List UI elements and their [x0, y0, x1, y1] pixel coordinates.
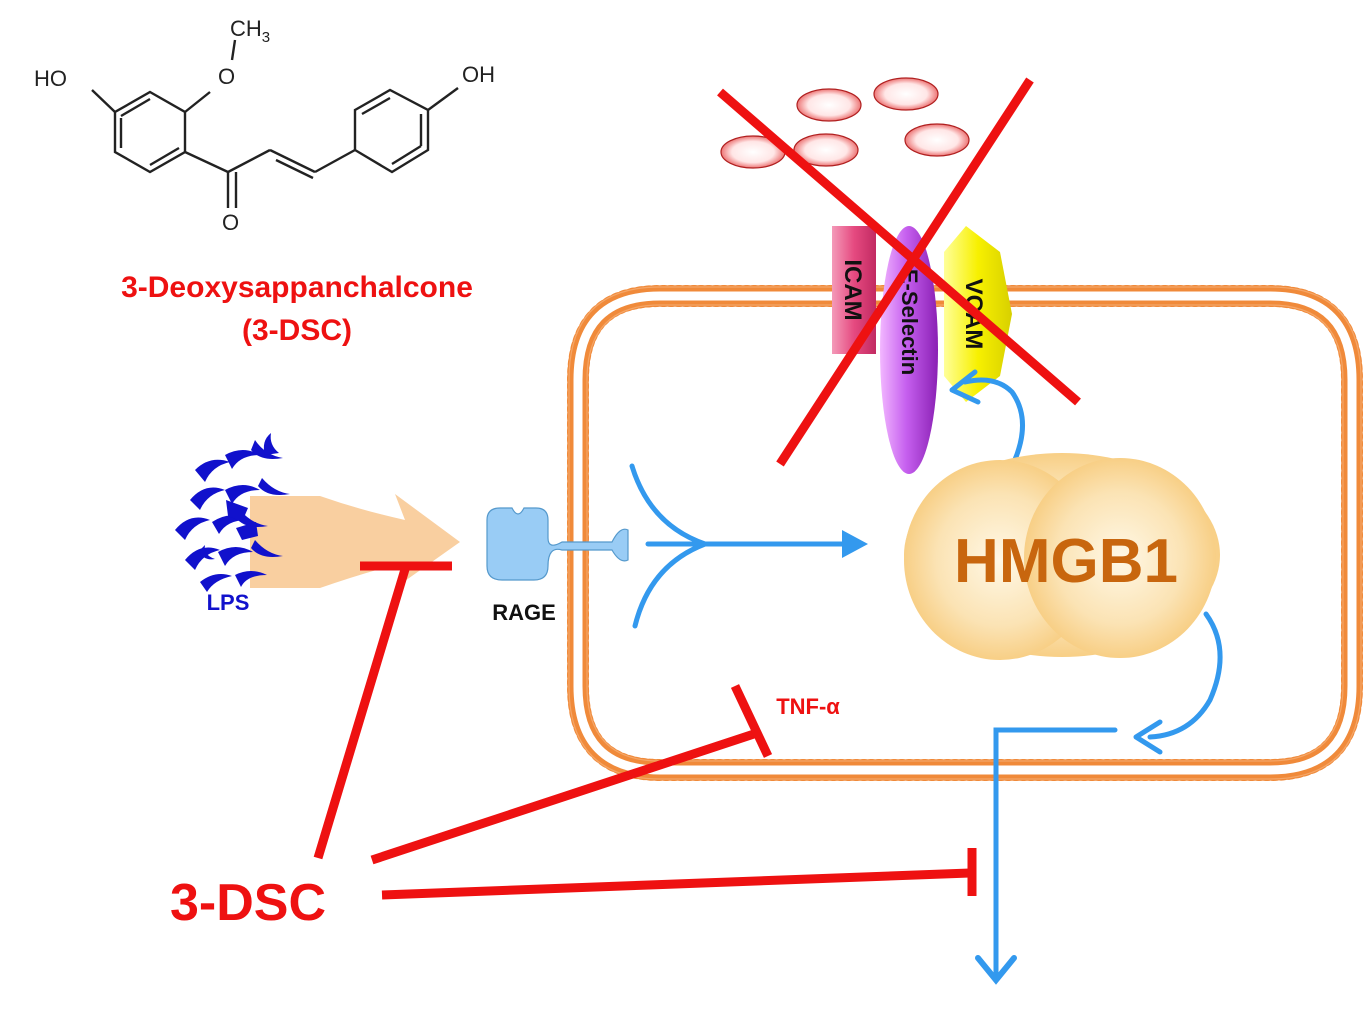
tnf-alpha-label: TNF-α	[776, 694, 840, 719]
signaling-arrows	[629, 369, 1223, 985]
hmgb1-to-adhesion-arrow	[962, 377, 1025, 465]
drug-label: 3-DSC	[170, 874, 326, 932]
hydroxyl-right-label: OH	[462, 62, 495, 87]
signal-convergence-lower	[632, 541, 708, 629]
lps-ligand: LPS	[175, 433, 460, 615]
chemical-atom-labels: CH3 O HO OH O	[34, 16, 495, 235]
signal-convergence-upper	[629, 463, 708, 547]
adhesion-blocked-cross	[717, 77, 1081, 467]
hmgb1-release-arrow	[1147, 611, 1223, 740]
e-selectin-label: E-Selectin	[897, 269, 922, 375]
lps-molecules	[175, 433, 290, 592]
inhibit-tnf-line	[370, 727, 762, 865]
arrowhead	[842, 530, 868, 558]
hmgb1-label: HMGB1	[954, 527, 1178, 596]
icam-label: ICAM	[839, 259, 866, 320]
leukocyte-cell	[873, 77, 939, 111]
right-benzene-ring	[353, 88, 430, 174]
rage-receptor: RAGE	[486, 507, 629, 625]
leukocyte-cell	[796, 88, 862, 122]
compound-abbreviation: (3-DSC)	[242, 314, 352, 347]
arrowhead	[949, 369, 981, 405]
methyl-label: CH3	[230, 16, 270, 46]
chemical-structure	[91, 39, 459, 208]
lps-label: LPS	[207, 590, 250, 615]
methoxy-oxygen-label: O	[218, 64, 235, 89]
cell-membrane	[567, 285, 1363, 781]
arrowhead	[1133, 719, 1163, 755]
leukocyte-cell	[793, 133, 859, 167]
inhibit-tnf-bar	[730, 684, 773, 758]
hmgb1-secretion-arrow	[993, 727, 1118, 978]
leukocytes	[720, 77, 970, 169]
inhibit-lps-line	[313, 564, 411, 860]
compound-name: 3-Deoxysappanchalcone	[121, 271, 473, 304]
inhibit-secretion-line	[381, 868, 971, 900]
hydroxyl-left-label: HO	[34, 66, 67, 91]
inhibition-lines	[313, 561, 977, 900]
leukocyte-cell	[904, 123, 970, 157]
arrowhead	[975, 955, 1017, 985]
lps-binding-body	[250, 494, 460, 588]
hmgb1-protein: HMGB1	[904, 453, 1220, 660]
rage-label: RAGE	[492, 600, 556, 625]
carbonyl-oxygen-label: O	[222, 210, 239, 235]
left-benzene-ring	[113, 90, 187, 174]
